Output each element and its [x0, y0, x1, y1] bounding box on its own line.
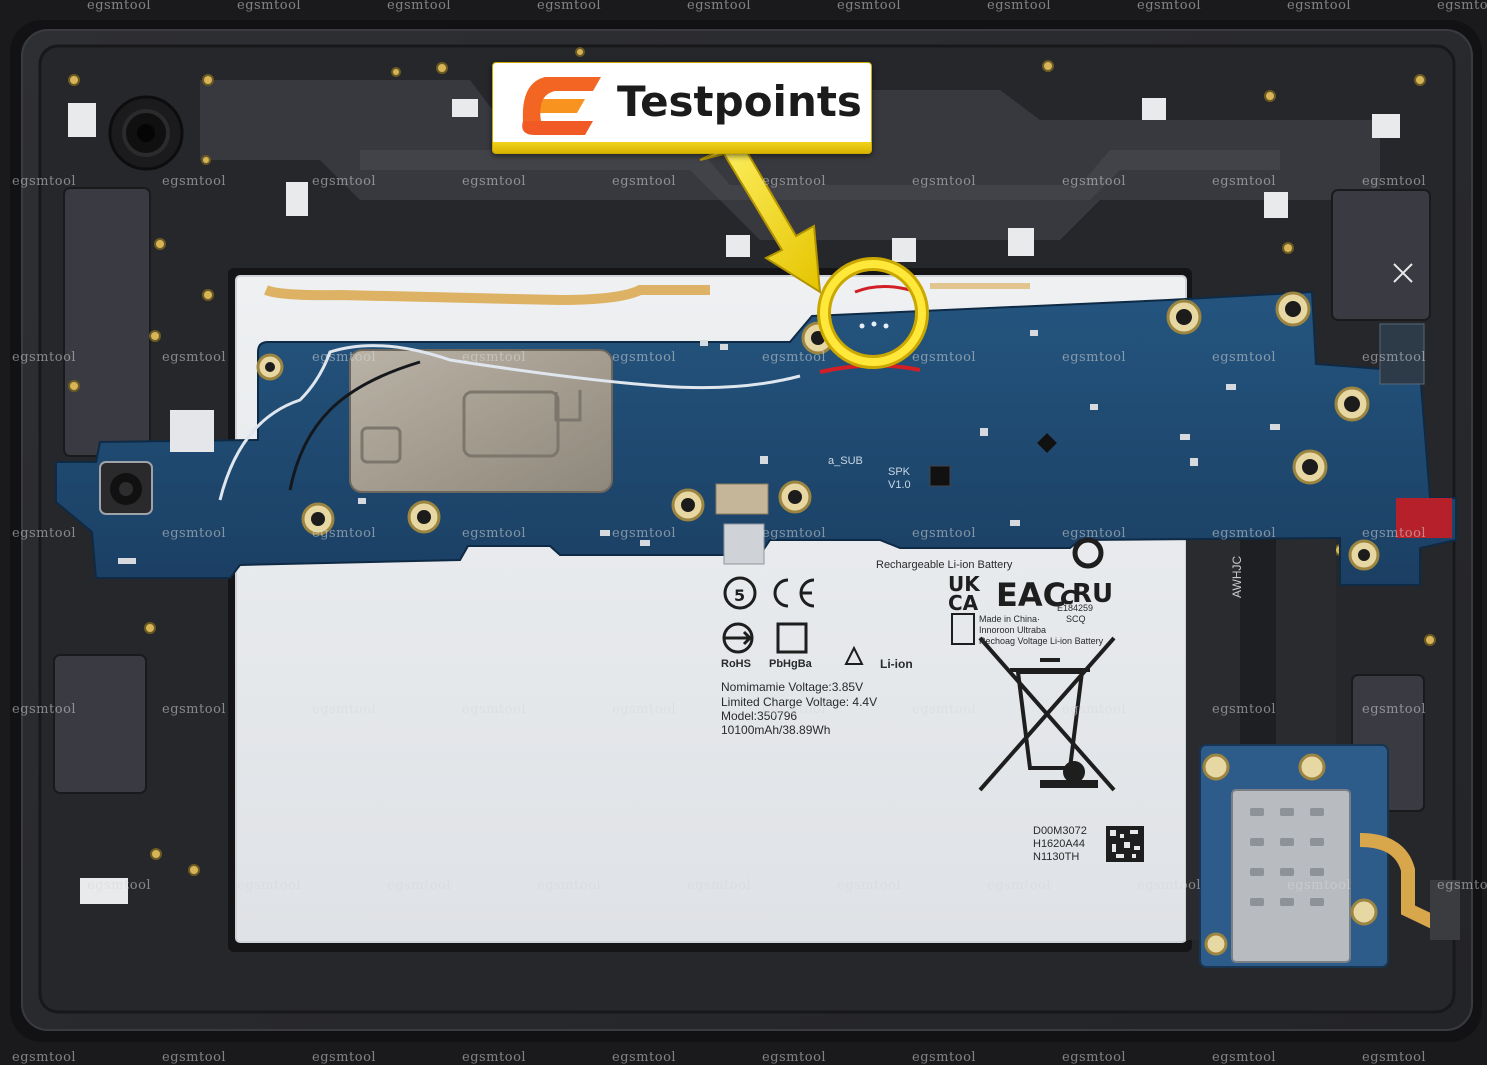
watermark-text: egsmtool [612, 350, 677, 365]
watermark-text: egsmtool [237, 878, 302, 893]
battery-code-1: D00M3072 [1033, 825, 1087, 837]
svg-text:UK: UK [948, 572, 981, 596]
high-voltage-note: Rechoag Voltage Li-ion Battery [979, 636, 1104, 646]
watermark-text: egsmtool [837, 878, 902, 893]
callout-label: Testpoints [617, 77, 862, 126]
pbhg-label: PbHgBa [769, 658, 812, 670]
watermark-text: egsmtool [687, 0, 752, 13]
watermark-text: egsmtool [1212, 526, 1277, 541]
liion-label: Li-ion [880, 657, 913, 671]
watermark-text: egsmtool [762, 174, 827, 189]
watermark-text: egsmtool [762, 350, 827, 365]
watermark-text: egsmtool [1062, 174, 1127, 189]
battery-code-2: H1620A44 [1033, 838, 1085, 850]
watermark-text: egsmtool [912, 350, 977, 365]
svg-text:ᴄ: ᴄ [1060, 581, 1076, 611]
battery-code-3: N1130TH [1033, 851, 1080, 863]
nominal-voltage: Nomimamie Voltage:3.85V [721, 680, 864, 694]
svg-text:CA: CA [948, 591, 979, 615]
watermark-text: egsmtool [612, 174, 677, 189]
cert-suffix: SCQ [1066, 614, 1086, 624]
watermark-text: egsmtool [537, 0, 602, 13]
pcb-version-label: V1.0 [888, 479, 911, 491]
watermark-text: egsmtool [1362, 702, 1427, 717]
cert-id: E184259 [1057, 603, 1094, 613]
watermark-text: egsmtool [987, 878, 1052, 893]
watermark-text: egsmtool [462, 350, 527, 365]
watermark-text: egsmtool [987, 0, 1052, 13]
svg-text:EAC: EAC [996, 576, 1066, 614]
watermark-text: egsmtool [162, 526, 227, 541]
watermark-text: egsmtool [462, 702, 527, 717]
watermark-text: egsmtool [87, 878, 152, 893]
watermark-text: egsmtool [12, 350, 77, 365]
rohs-label: RoHS [721, 658, 751, 670]
watermark-text: egsmtool [1212, 174, 1277, 189]
watermark-text: egsmtool [237, 0, 302, 13]
watermark-text: egsmtool [12, 526, 77, 541]
charge-voltage: Limited Charge Voltage: 4.4V [721, 695, 878, 709]
watermark-text: egsmtool [912, 174, 977, 189]
watermark-text: egsmtool [762, 526, 827, 541]
watermark-text: egsmtool [1137, 0, 1202, 13]
watermark-text: egsmtool [1062, 702, 1127, 717]
watermark-text: egsmtool [162, 702, 227, 717]
watermark-text: egsmtool [12, 702, 77, 717]
side-code: AWHJC [1230, 555, 1244, 598]
watermark-text: egsmtool [1062, 350, 1127, 365]
watermark-text: egsmtool [462, 526, 527, 541]
watermark-text: egsmtool [87, 0, 152, 13]
svg-text:RU: RU [1072, 579, 1113, 609]
watermark-text: egsmtool [1362, 350, 1427, 365]
pcb-spk-label: SPK [888, 466, 911, 478]
pcb-sub-label: a_SUB [828, 455, 863, 467]
watermark-text: egsmtool [162, 174, 227, 189]
watermark-text: egsmtool [1437, 878, 1487, 893]
watermark-text: egsmtool [312, 174, 377, 189]
watermark-text: egsmtool [912, 702, 977, 717]
watermark-text: egsmtool [462, 174, 527, 189]
watermark-text: egsmtool [1362, 174, 1427, 189]
watermark-text: egsmtool [1362, 526, 1427, 541]
battery-model: Model:350796 [721, 709, 798, 723]
watermark-text: egsmtool [837, 0, 902, 13]
watermark-text: egsmtool [312, 350, 377, 365]
testpoints-callout: Testpoints [492, 62, 872, 154]
watermark-text: egsmtool [1287, 878, 1352, 893]
battery-title: Rechargeable Li-ion Battery [876, 559, 1013, 571]
watermark-text: egsmtool [312, 702, 377, 717]
watermark-text: egsmtool [387, 878, 452, 893]
svg-text:5: 5 [734, 586, 745, 605]
watermark-text: egsmtool [687, 878, 752, 893]
watermark-text: egsmtool [612, 526, 677, 541]
watermark-text: egsmtool [1212, 350, 1277, 365]
watermark-text: egsmtool [912, 526, 977, 541]
watermark-text: egsmtool [1212, 702, 1277, 717]
watermark-text: egsmtool [1137, 878, 1202, 893]
made-in: Made in China· [979, 614, 1041, 624]
battery-capacity: 10100mAh/38.89Wh [721, 723, 831, 737]
watermark-text: egsmtool [537, 878, 602, 893]
watermark-text: egsmtool [1062, 526, 1127, 541]
watermark-text: egsmtool [762, 702, 827, 717]
watermark-text: egsmtool [1437, 0, 1487, 13]
watermark-text: egsmtool [1287, 0, 1352, 13]
watermark-text: egsmtool [162, 350, 227, 365]
egsmtool-e-logo-icon [522, 77, 601, 135]
watermark-text: egsmtool [312, 526, 377, 541]
watermark-text: egsmtool [612, 702, 677, 717]
watermark-text: egsmtool [387, 0, 452, 13]
pointer-arrow [699, 138, 822, 294]
watermark-text: egsmtool [12, 174, 77, 189]
made-in-sub: Innoroon Ultraba [979, 625, 1047, 635]
